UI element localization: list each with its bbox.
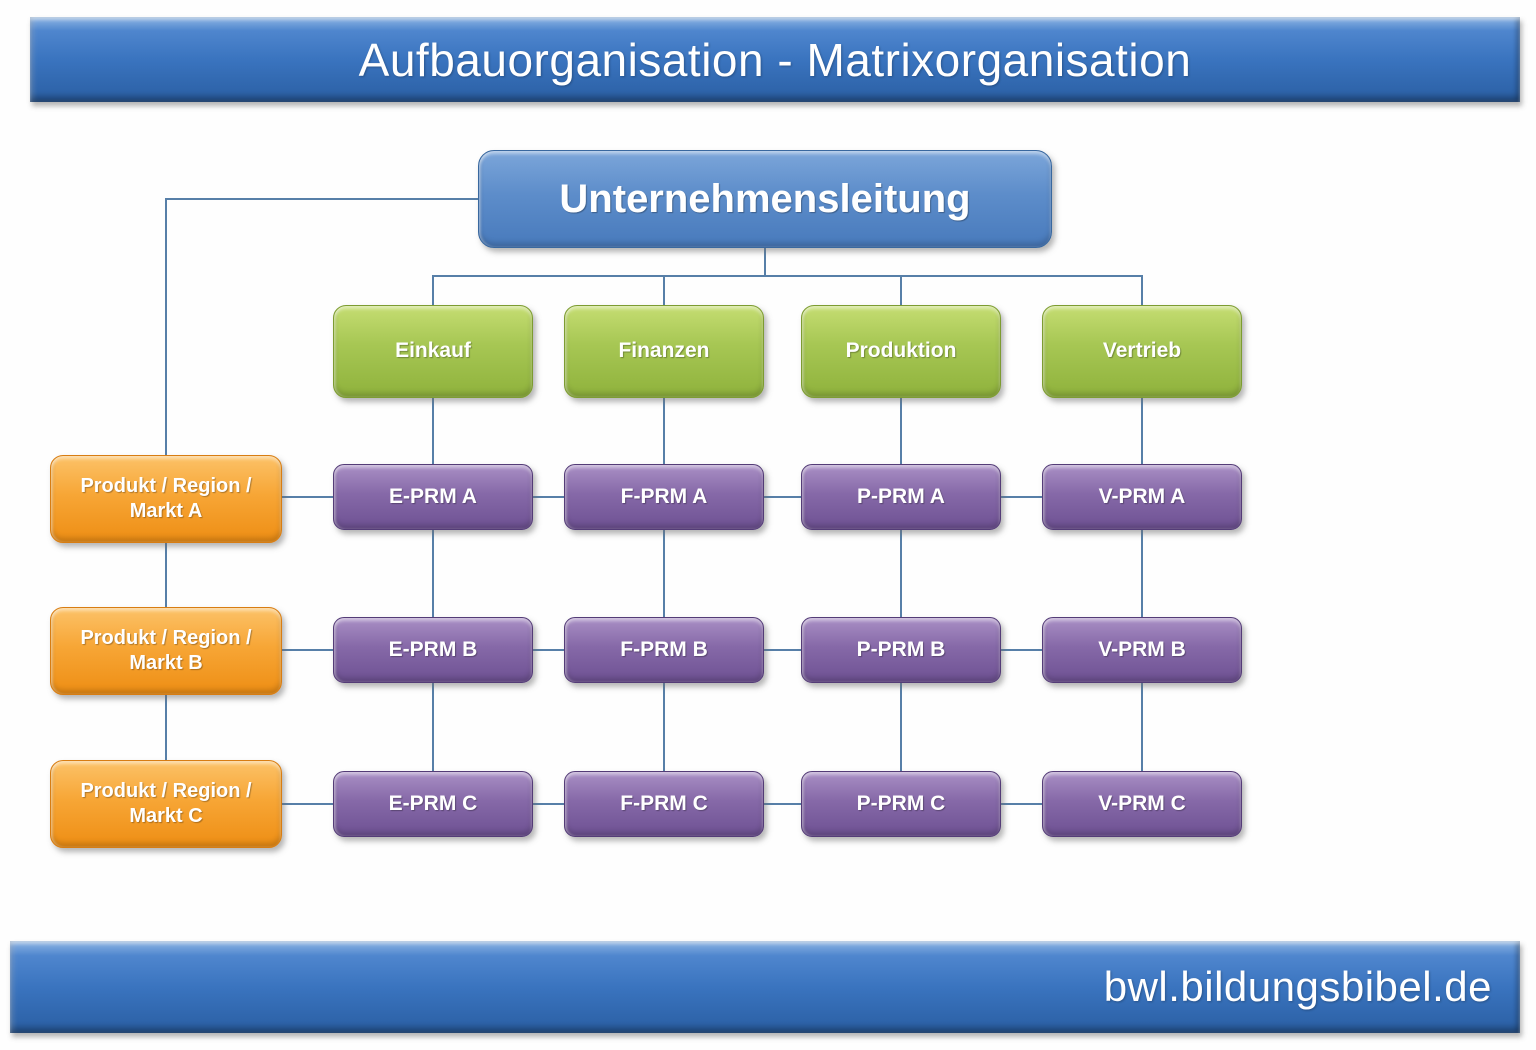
connector-line [165, 198, 478, 200]
connector-line [764, 496, 801, 498]
node-label: E-PRM B [388, 637, 478, 661]
node-label-line2: Markt B [129, 652, 203, 674]
connector-line [533, 496, 564, 498]
node-label-line1: Produkt / Region / [80, 475, 252, 497]
node-unternehmensleitung: Unternehmensleitung [478, 150, 1052, 248]
node-label-line1: Produkt / Region / [80, 627, 252, 649]
connector-line [432, 275, 434, 305]
connector-line [533, 803, 564, 805]
node-p-prm-c: P-PRM C [801, 771, 1001, 837]
node-label: P-PRM B [856, 637, 946, 661]
node-v-prm-b: V-PRM B [1042, 617, 1242, 683]
node-finanzen: Finanzen [564, 305, 764, 398]
page-title: Aufbauorganisation - Matrixorganisation [358, 33, 1192, 86]
connector-line [282, 496, 333, 498]
node-produktion: Produktion [801, 305, 1001, 398]
node-f-prm-c: F-PRM C [564, 771, 764, 837]
node-label: Finanzen [618, 339, 710, 363]
node-e-prm-a: E-PRM A [333, 464, 533, 530]
connector-line [764, 649, 801, 651]
node-label: V-PRM C [1098, 791, 1186, 815]
node-label: F-PRM C [620, 791, 708, 815]
node-label: Vertrieb [1102, 339, 1182, 363]
connector-line [282, 803, 333, 805]
connector-line [1141, 275, 1143, 305]
node-label: V-PRM A [1098, 484, 1186, 508]
connector-line [900, 398, 902, 771]
connector-line [165, 543, 167, 607]
node-e-prm-b: E-PRM B [333, 617, 533, 683]
node-f-prm-a: F-PRM A [564, 464, 764, 530]
header-banner: Aufbauorganisation - Matrixorganisation [30, 17, 1520, 102]
node-label: P-PRM C [856, 791, 946, 815]
connector-line [1001, 496, 1042, 498]
node-produkt-region-markt-b: Produkt / Region / Markt B [50, 607, 282, 695]
node-f-prm-b: F-PRM B [564, 617, 764, 683]
connector-line [1001, 803, 1042, 805]
connector-line [764, 248, 766, 276]
connector-line [165, 198, 167, 455]
node-produkt-region-markt-c: Produkt / Region / Markt C [50, 760, 282, 848]
node-einkauf: Einkauf [333, 305, 533, 398]
node-label: P-PRM A [857, 484, 945, 508]
node-v-prm-c: V-PRM C [1042, 771, 1242, 837]
node-label-line1: Produkt / Region / [80, 780, 252, 802]
node-p-prm-b: P-PRM B [801, 617, 1001, 683]
node-vertrieb: Vertrieb [1042, 305, 1242, 398]
connector-line [432, 275, 1143, 277]
footer-banner: bwl.bildungsbibel.de [10, 941, 1520, 1033]
node-label-line2: Markt A [129, 500, 203, 522]
node-label: F-PRM B [620, 637, 708, 661]
node-label: V-PRM B [1098, 637, 1186, 661]
node-label: F-PRM A [620, 484, 708, 508]
connector-line [165, 695, 167, 760]
node-v-prm-a: V-PRM A [1042, 464, 1242, 530]
connector-line [764, 803, 801, 805]
node-label-line2: Markt C [129, 805, 203, 827]
connector-line [282, 649, 333, 651]
node-e-prm-c: E-PRM C [333, 771, 533, 837]
site-url: bwl.bildungsbibel.de [1103, 963, 1492, 1010]
node-p-prm-a: P-PRM A [801, 464, 1001, 530]
node-produkt-region-markt-a: Produkt / Region / Markt A [50, 455, 282, 543]
node-label: Unternehmensleitung [559, 177, 971, 221]
connector-line [1141, 398, 1143, 771]
connector-line [900, 275, 902, 305]
node-label: Einkauf [395, 339, 471, 363]
connector-line [432, 398, 434, 771]
connector-line [1001, 649, 1042, 651]
connector-line [663, 275, 665, 305]
node-label: E-PRM C [388, 791, 478, 815]
connector-line [533, 649, 564, 651]
connector-line [663, 398, 665, 771]
node-label: E-PRM A [389, 484, 477, 508]
node-label: Produktion [845, 339, 957, 363]
